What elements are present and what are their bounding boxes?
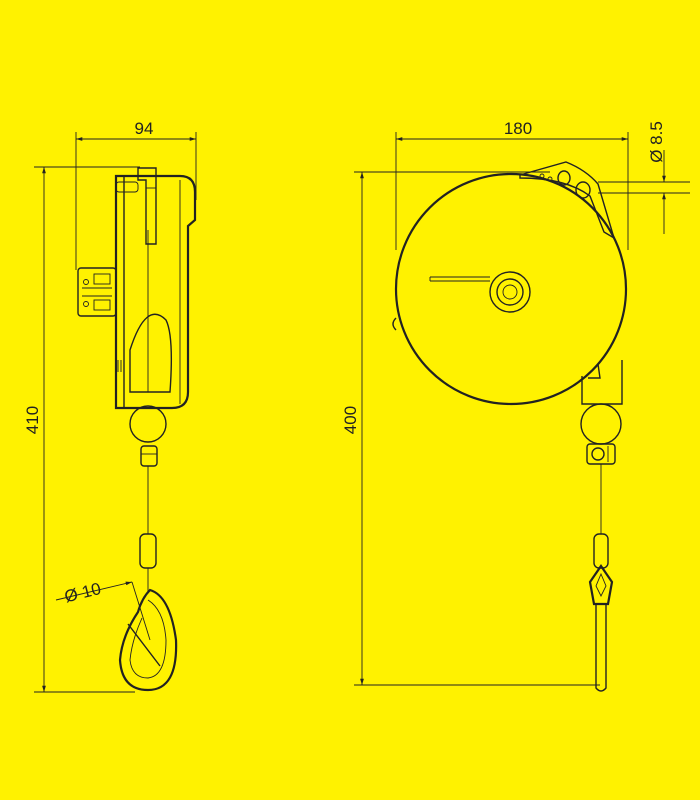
front-drum-housing <box>392 161 628 406</box>
side-ball-stop <box>129 405 167 443</box>
hole-diameter-label: Ø 8.5 <box>647 121 666 163</box>
side-cable-sleeve <box>139 533 157 569</box>
front-view: 180 Ø 8.5 400 <box>341 119 690 692</box>
side-hook <box>118 588 178 692</box>
hole-diameter-dimension: Ø 8.5 <box>598 121 690 234</box>
side-height-label: 410 <box>23 406 42 434</box>
hook-diameter-dimension: Ø 10 <box>55 579 151 641</box>
side-width-label: 94 <box>135 119 154 138</box>
side-width-dimension: 94 <box>75 119 197 270</box>
front-width-dimension: 180 <box>395 119 629 250</box>
front-height-label: 400 <box>341 406 360 434</box>
side-bracket <box>77 267 117 317</box>
front-hook <box>588 564 614 692</box>
front-ball-stop <box>580 403 622 445</box>
front-width-label: 180 <box>504 119 532 138</box>
side-view: 94 410 <box>23 119 197 693</box>
front-cable-clamp <box>586 443 616 465</box>
hook-diameter-label: Ø 10 <box>62 579 102 606</box>
side-cable-clamp <box>140 445 158 467</box>
front-height-dimension: 400 <box>341 171 600 686</box>
side-housing <box>77 167 197 410</box>
front-cable-sleeve <box>593 533 609 569</box>
side-height-dimension: 410 <box>23 166 140 693</box>
